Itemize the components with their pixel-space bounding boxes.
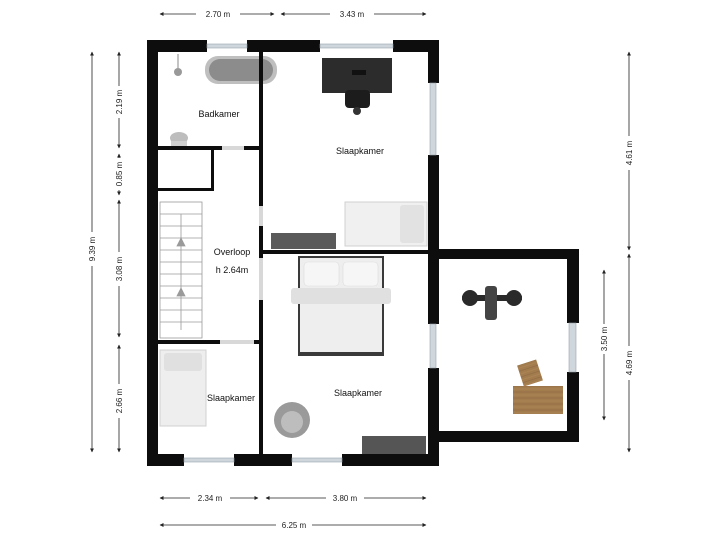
double-bed: [291, 256, 391, 356]
room-label-bedroom-top: Slaapkamer: [336, 146, 384, 156]
office-chair-top: [345, 90, 370, 115]
dim-left-total: 9.39 m: [88, 236, 97, 261]
door-openings: [220, 146, 263, 344]
walls: [147, 40, 579, 466]
toilet: [170, 132, 188, 146]
dim-bottom-right: 3.80 m: [333, 494, 358, 503]
single-bed-top: [344, 201, 428, 247]
dresser: [362, 436, 426, 454]
dim-right-inner: 3.50 m: [600, 326, 609, 351]
dimension-left: 9.39 m 2.19 m 0.85 m 3.08 m 2.66 m: [88, 51, 124, 453]
wooden-desk: [513, 359, 563, 414]
shelf-top-bedroom: [271, 233, 336, 249]
dim-left-part-4: 2.66 m: [115, 388, 124, 413]
room-label-landing: Overloop: [214, 247, 251, 257]
bathtub: [205, 56, 277, 84]
exercise-equipment: [462, 286, 522, 320]
dim-right-lower: 4.69 m: [625, 350, 634, 375]
dim-top-left: 2.70 m: [206, 10, 231, 19]
armchair: [274, 402, 310, 438]
desk-top-bedroom: [322, 58, 392, 93]
room-label-bedroom-middle: Slaapkamer: [334, 388, 382, 398]
dim-left-part-3: 3.08 m: [115, 256, 124, 281]
single-bed-bottom-left: [159, 349, 207, 427]
dimension-right: 4.61 m 4.69 m 3.50 m: [600, 51, 634, 453]
room-label-bedroom-bottom-left: Slaapkamer: [207, 393, 255, 403]
staircase: [159, 201, 203, 339]
dim-bottom-total: 6.25 m: [282, 521, 307, 530]
room-label-landing-height: h 2.64m: [216, 265, 249, 275]
dimension-top: 2.70 m 3.43 m: [159, 10, 427, 19]
dimension-bottom: 2.34 m 3.80 m 6.25 m: [159, 494, 427, 530]
dim-left-part-2: 0.85 m: [115, 161, 124, 186]
dim-top-right: 3.43 m: [340, 10, 365, 19]
dim-bottom-left: 2.34 m: [198, 494, 223, 503]
room-label-bathroom: Badkamer: [198, 109, 239, 119]
shower-head: [174, 54, 182, 76]
windows: [183, 43, 577, 463]
dim-right-upper: 4.61 m: [625, 140, 634, 165]
dim-left-part-1: 2.19 m: [115, 89, 124, 114]
